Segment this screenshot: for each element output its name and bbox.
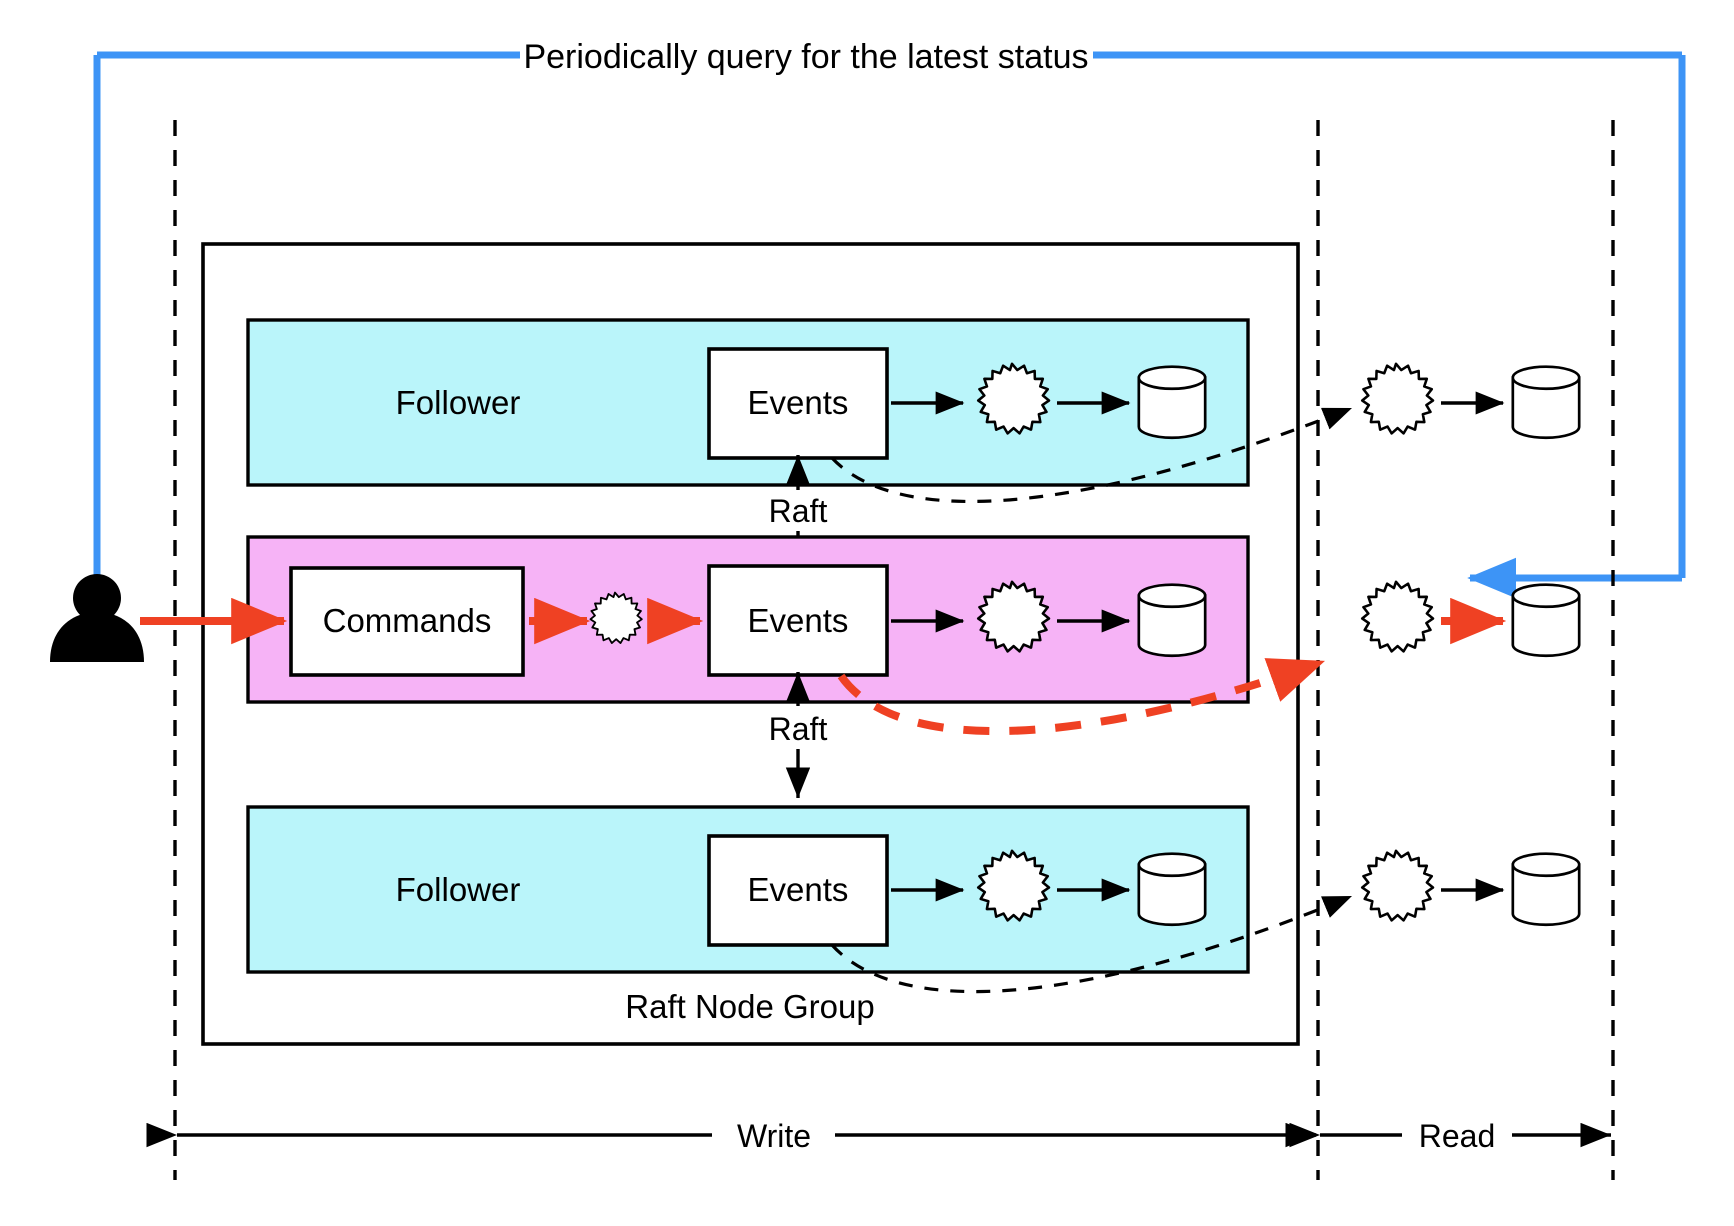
read-model-middle	[1360, 580, 1581, 658]
user-person-icon	[50, 574, 144, 662]
node-leader: Commands Events	[246, 535, 1250, 704]
follower-bottom-role-label: Follower	[396, 871, 521, 908]
burst-icon	[1360, 362, 1435, 435]
raft-bottom-label-bg	[748, 709, 848, 749]
database-cylinder-icon	[1511, 852, 1581, 927]
periodic-query-label: Periodically query for the latest status	[523, 38, 1088, 76]
read-model-bottom	[1360, 849, 1581, 927]
follower-bottom-events-box	[707, 834, 889, 947]
follower-top-events-box	[707, 347, 889, 460]
leader-commands-label: Commands	[323, 602, 492, 639]
leader-events-label: Events	[748, 602, 849, 639]
leader-events-box	[707, 564, 889, 677]
burst-icon	[1360, 849, 1435, 922]
raft-node-group-label: Raft Node Group	[625, 988, 874, 1025]
follower-top-events-label: Events	[748, 384, 849, 421]
database-cylinder-icon	[1511, 583, 1581, 658]
database-cylinder-icon	[1137, 365, 1207, 440]
database-cylinder-icon	[1137, 583, 1207, 658]
follower-bottom-events-label: Events	[748, 871, 849, 908]
raft-top-label-bg	[748, 491, 848, 531]
leader-projection-path	[837, 658, 1326, 736]
read-axis-label: Read	[1419, 1118, 1496, 1154]
leader-commands-box	[289, 566, 525, 677]
node-follower-bottom: Follower Events	[246, 805, 1250, 974]
write-axis-label: Write	[737, 1118, 811, 1154]
database-cylinder-icon	[1511, 365, 1581, 440]
node-follower-top: Follower Events	[246, 318, 1250, 487]
raft-link-bottom: Raft	[748, 672, 848, 798]
read-model-top	[1360, 362, 1581, 440]
follower-top-role-label: Follower	[396, 384, 521, 421]
read-span-measure: Read	[1289, 1118, 1611, 1154]
raft-bottom-label: Raft	[769, 711, 828, 747]
raft-top-label: Raft	[769, 493, 828, 529]
database-cylinder-icon	[1137, 852, 1207, 927]
write-span-measure: Write	[146, 1118, 1316, 1154]
burst-icon	[1360, 580, 1435, 653]
periodic-query-path	[93, 51, 1686, 599]
